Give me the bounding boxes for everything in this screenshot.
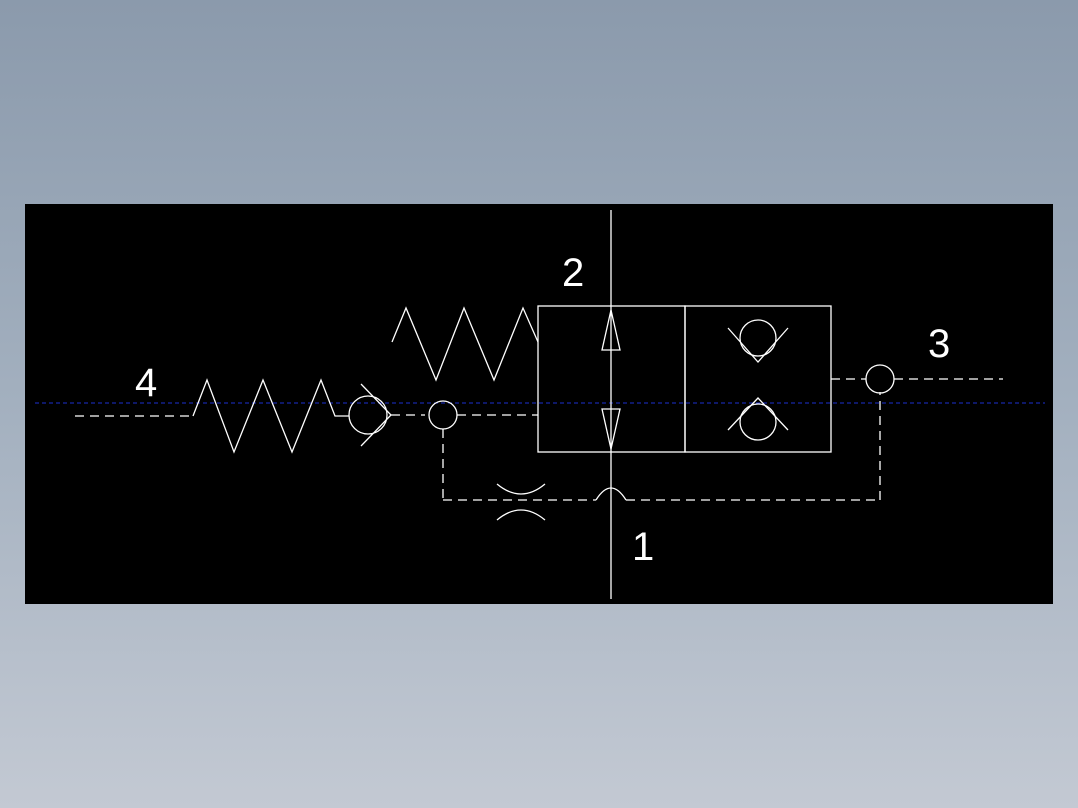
pilot-spring xyxy=(192,378,349,454)
port-label-1: 1 xyxy=(632,525,654,569)
drawing-background xyxy=(25,204,1053,604)
hydraulic-valve-drawing: 2 3 4 1 xyxy=(25,204,1053,604)
port-label-2: 2 xyxy=(562,251,584,295)
check-valve-upper xyxy=(727,319,789,363)
line-crossover-hop xyxy=(595,487,627,501)
flow-arrow-down xyxy=(601,408,621,450)
flow-arrow-up xyxy=(601,309,621,351)
check-valve-lower xyxy=(727,397,789,441)
orifice-restrictor xyxy=(496,483,546,521)
port-label-4: 4 xyxy=(135,361,157,405)
port-label-3: 3 xyxy=(928,322,950,366)
valve-spring xyxy=(391,306,539,382)
